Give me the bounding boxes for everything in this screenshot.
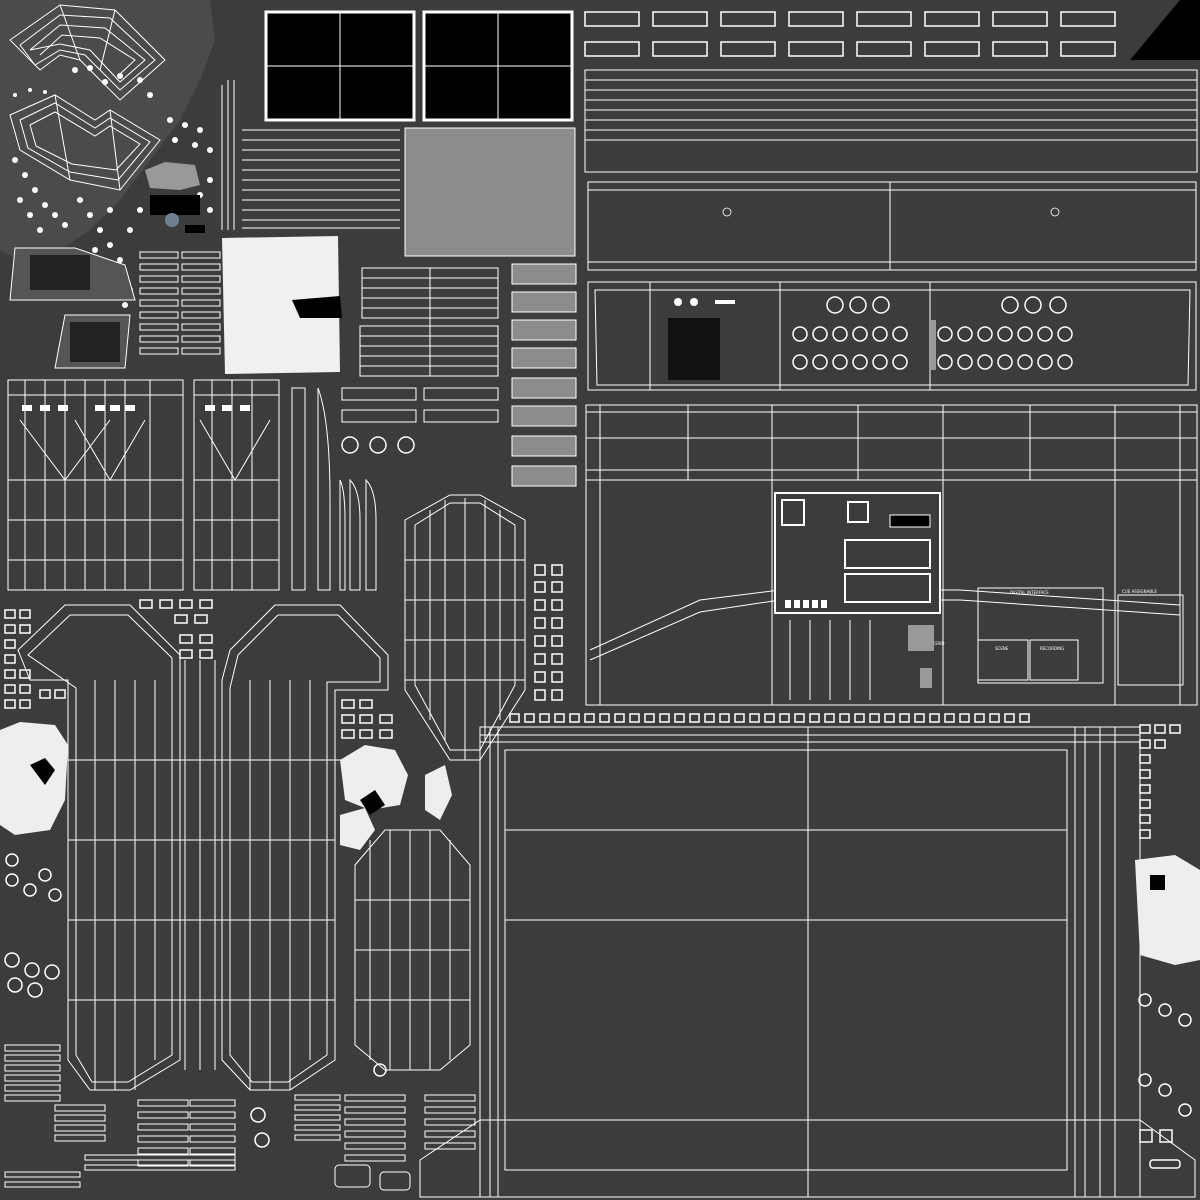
connector-island (145, 162, 205, 233)
small-window-grid-top (584, 11, 1116, 57)
strip-grid-bottom-left (4, 1044, 476, 1191)
black-window-grids (264, 10, 574, 122)
fan-island-top-left (9, 4, 166, 191)
grey-block-small (908, 625, 934, 651)
logo-mark-icon (722, 207, 1060, 217)
line-panel-top-right (584, 69, 1198, 271)
vertical-thin-strips (221, 80, 235, 230)
capsule-bottom-center (354, 829, 471, 1071)
knob-icon (792, 296, 1073, 370)
connector-icon (4, 853, 1192, 1148)
button-cluster-left-edge (4, 599, 393, 739)
black-region-top-right (1130, 0, 1200, 60)
label-digital-interface: DIGITAL INTERFACE (1010, 590, 1049, 595)
line-stack-center-left (242, 129, 400, 229)
tall-capsule-center (404, 494, 526, 761)
twin-capsule-island-left (17, 604, 389, 1091)
component-inset-box (774, 492, 941, 614)
label-recording: RECORDING (1040, 646, 1064, 651)
black-cutouts (30, 758, 1165, 890)
label-cue-assignable: CUE ASSIGNABLE (1122, 589, 1157, 594)
grey-swatch-column (511, 263, 577, 487)
screw-icon (341, 436, 563, 701)
slot-strips-left (139, 251, 221, 355)
vent-panel-left (9, 247, 136, 369)
fader-icon (22, 405, 250, 411)
button-cluster-right-edge (1139, 724, 1181, 1169)
slot-icon (509, 713, 1030, 723)
dark-region-top-left (0, 0, 215, 260)
grey-block-tiny (920, 668, 932, 688)
label-scene: SCENE (995, 646, 1009, 651)
large-panel-bottom-right (419, 726, 1196, 1198)
white-label-card (222, 236, 342, 374)
grey-swatch-large (404, 127, 576, 257)
line-box-middle (341, 267, 499, 423)
capsule-columns (291, 387, 377, 591)
vent-grid-mixer (668, 318, 720, 380)
fader-bank-left (7, 379, 280, 591)
button-icon (674, 298, 936, 370)
